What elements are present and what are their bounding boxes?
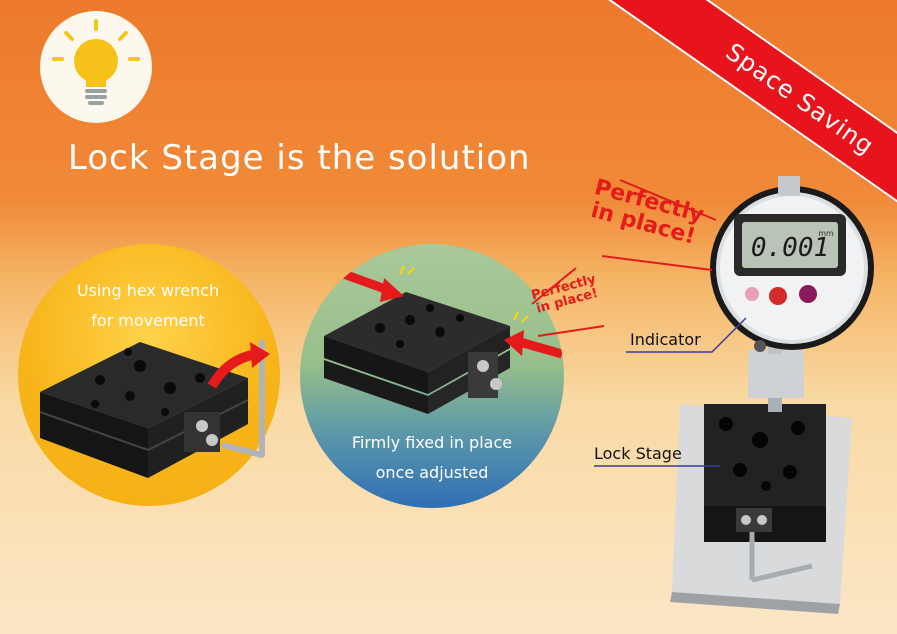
hex-wrench-caption: Using hex wrench for movement <box>48 276 248 336</box>
indicator-display-value: 0.001 <box>751 233 829 263</box>
hex-wrench-caption-line1: Using hex wrench <box>76 281 220 300</box>
page-title: Lock Stage is the solution <box>68 138 531 178</box>
indicator-label: Indicator <box>630 330 701 349</box>
lightbulb-badge <box>40 11 152 123</box>
middle-stage-illustration <box>324 265 564 414</box>
fixed-in-place-caption: Firmly fixed in place once adjusted <box>330 428 534 488</box>
lightbulb-icon <box>52 19 140 105</box>
hex-wrench-caption-line2: for movement <box>91 311 205 330</box>
lock-stage-label: Lock Stage <box>594 444 682 463</box>
fixed-in-place-panel <box>300 244 564 508</box>
fixed-in-place-caption-line1: Firmly fixed in place <box>351 433 513 452</box>
fixed-in-place-caption-line2: once adjusted <box>375 463 489 482</box>
indicator-display-unit: mm <box>818 229 834 238</box>
